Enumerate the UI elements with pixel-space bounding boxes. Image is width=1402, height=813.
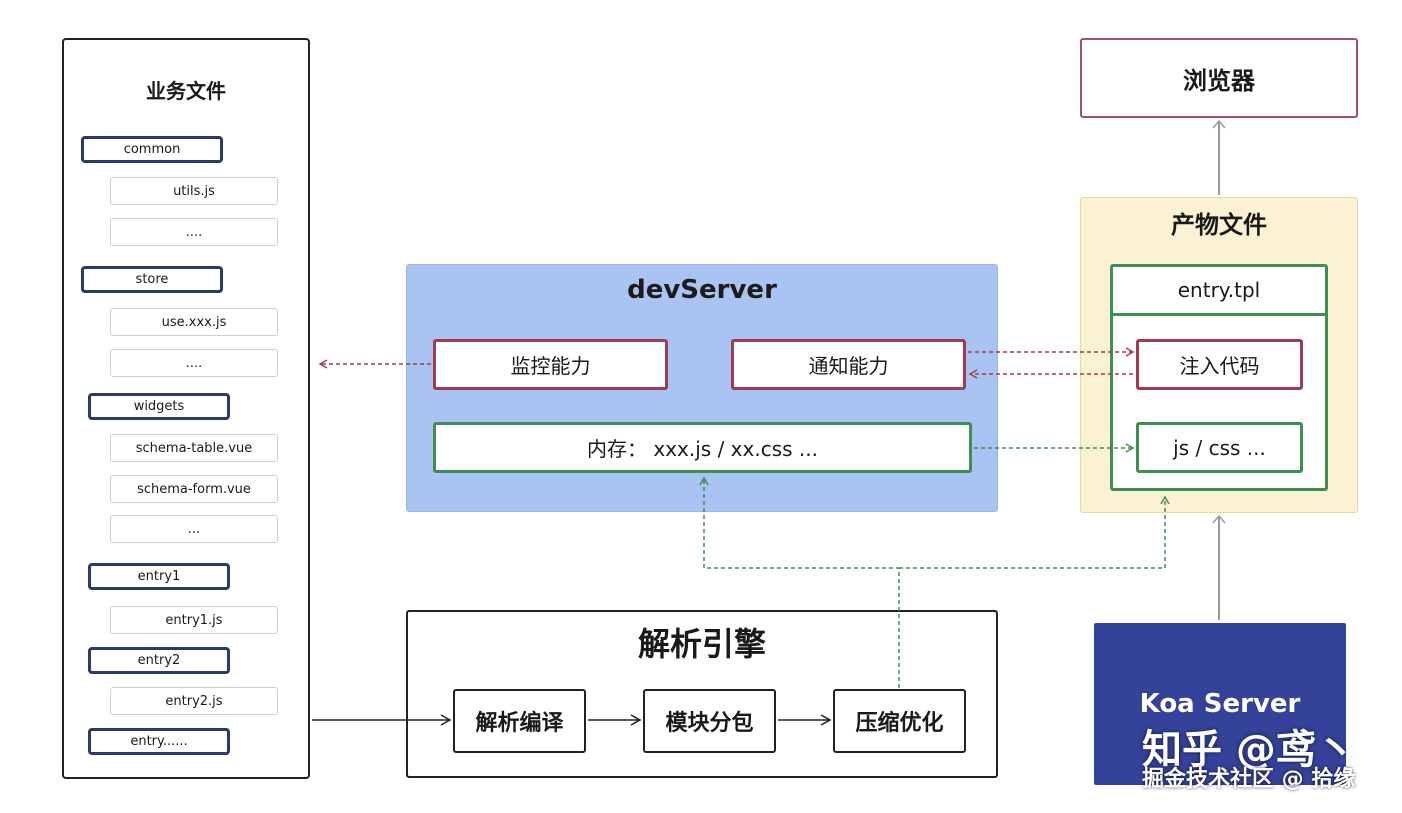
folder-common[interactable]: common — [81, 136, 223, 163]
folder-entry1[interactable]: entry1 — [88, 563, 230, 590]
memory-box[interactable]: 内存： xxx.js / xx.css ... — [433, 422, 972, 473]
arrow-engine-to-artifacts — [899, 495, 1170, 569]
step-compress-optimize[interactable]: 压缩优化 — [833, 689, 966, 753]
watermark-juejin: 掘金技术社区 @ 拾缘 — [1142, 767, 1356, 792]
devserver-title: devServer — [627, 275, 777, 305]
file-entry1-js[interactable]: entry1.js — [110, 606, 278, 634]
browser-box[interactable]: 浏览器 — [1080, 38, 1358, 118]
notify-capability-box[interactable]: 通知能力 — [731, 339, 966, 390]
file-schema-form-vue[interactable]: schema-form.vue — [110, 475, 278, 503]
file-widgets-more[interactable]: ... — [110, 515, 278, 543]
business-files-title: 业务文件 — [146, 78, 226, 103]
file-utils-js[interactable]: utils.js — [110, 177, 278, 205]
entry-tpl-label[interactable]: entry.tpl — [1113, 267, 1325, 316]
watermark-zhihu: 知乎 @鸢丶 — [1142, 727, 1356, 773]
folder-store[interactable]: store — [81, 266, 223, 293]
file-common-more[interactable]: .... — [110, 218, 278, 246]
folder-entry2[interactable]: entry2 — [88, 647, 230, 674]
step-parse-compile[interactable]: 解析编译 — [453, 689, 586, 753]
file-entry2-js[interactable]: entry2.js — [110, 687, 278, 715]
inject-code-box[interactable]: 注入代码 — [1136, 339, 1303, 390]
file-schema-table-vue[interactable]: schema-table.vue — [110, 434, 278, 462]
folder-entry-more[interactable]: entry...... — [88, 728, 230, 755]
parsing-engine-title: 解析引擎 — [637, 625, 766, 663]
koa-server-box[interactable]: Koa Server — [1094, 623, 1346, 785]
folder-widgets[interactable]: widgets — [88, 393, 230, 420]
step-module-chunking[interactable]: 模块分包 — [643, 689, 776, 753]
monitor-capability-box[interactable]: 监控能力 — [433, 339, 668, 390]
file-store-more[interactable]: .... — [110, 349, 278, 377]
arrow-engine-to-memory — [699, 476, 900, 688]
artifact-files-title: 产物文件 — [1171, 210, 1267, 239]
js-css-assets-box[interactable]: js / css ... — [1136, 422, 1303, 473]
file-use-xxx-js[interactable]: use.xxx.js — [110, 308, 278, 336]
